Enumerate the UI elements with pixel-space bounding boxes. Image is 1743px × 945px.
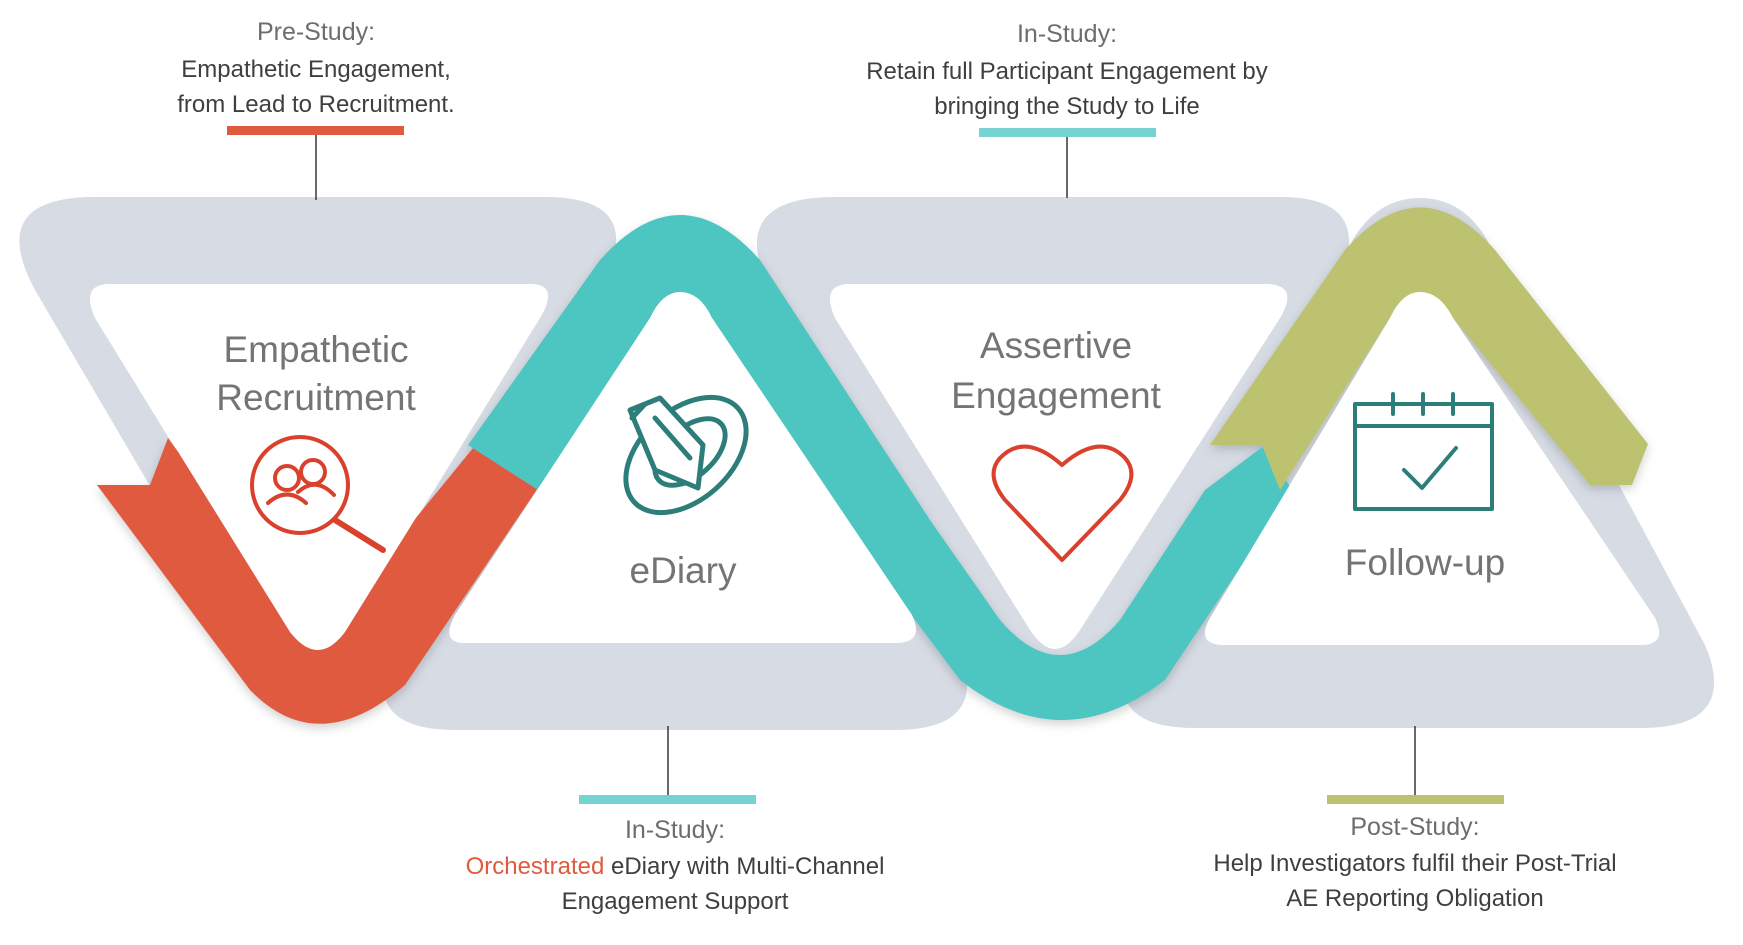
stage-2-title: eDiary	[630, 550, 737, 591]
panel-3	[830, 284, 1288, 647]
callout-1-line-1: Empathetic Engagement,	[181, 56, 451, 83]
inner-panels	[90, 284, 1660, 650]
ribbon-layer	[97, 207, 1648, 724]
stage-1-title-line-1: Empathetic	[223, 329, 408, 370]
callout-2-line-1: Retain full Participant Engagement by	[866, 58, 1268, 85]
callout-1-title: Pre-Study:	[257, 18, 375, 46]
callout-4-line-1: Help Investigators fulfil their Post-Tri…	[1213, 850, 1616, 877]
callout-4-title: Post-Study:	[1350, 813, 1479, 841]
callout-3-title: In-Study:	[625, 816, 725, 844]
search-people-icon	[250, 435, 386, 553]
olive-ribbon-arch	[1210, 207, 1648, 490]
panel-4	[1205, 292, 1660, 645]
callout-3-line-1: Orchestrated eDiary with Multi-Channel	[466, 853, 885, 880]
callout-3-line-2: Engagement Support	[562, 888, 789, 915]
callout-2-bar	[979, 128, 1156, 137]
stage-3-title-line-2: Engagement	[951, 375, 1162, 416]
callout-3-highlight: Orchestrated	[466, 853, 605, 880]
callout-4-bar	[1327, 795, 1504, 804]
callout-1-line-2: from Lead to Recruitment.	[177, 91, 454, 118]
callout-2-title: In-Study:	[1017, 20, 1117, 48]
callout-3-line-1-rest: eDiary with Multi-Channel	[604, 853, 884, 880]
panel-1	[90, 284, 548, 650]
stage-4-title: Follow-up	[1345, 542, 1505, 583]
red-ribbon-segment	[97, 438, 540, 724]
callout-1-bar	[227, 126, 404, 135]
stage-1-title-line-2: Recruitment	[216, 377, 416, 418]
callout-3-bar	[579, 795, 756, 804]
callout-2-line-2: bringing the Study to Life	[934, 93, 1200, 120]
teal-ribbon-arch-1	[468, 215, 1292, 720]
callout-4-line-2: AE Reporting Obligation	[1286, 885, 1543, 912]
heart-icon	[991, 444, 1134, 562]
stage-3-title-line-1: Assertive	[980, 325, 1132, 366]
satellite-dish-icon	[623, 394, 749, 516]
callout-lines	[315, 133, 1416, 798]
calendar-check-icon	[1353, 392, 1494, 511]
